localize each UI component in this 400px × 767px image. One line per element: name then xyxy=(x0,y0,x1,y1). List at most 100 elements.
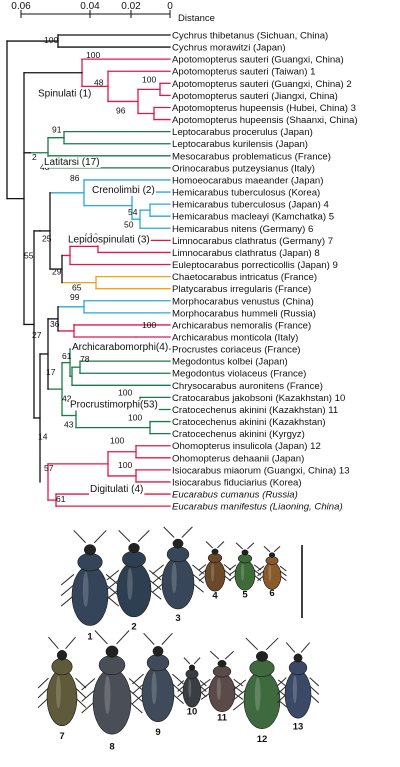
clade-label: Digitulati (4) xyxy=(90,484,143,495)
bootstrap-value: 43 xyxy=(64,420,74,430)
clade-label-bg xyxy=(69,399,159,411)
specimen-number: 1 xyxy=(87,632,93,643)
beetle-antenna xyxy=(94,630,108,645)
beetle-head xyxy=(188,664,196,671)
specimen-number: 3 xyxy=(175,613,180,624)
beetle-leg xyxy=(228,569,237,576)
taxon-label: Hemicarabus nitens (Germany) 6 xyxy=(172,224,313,235)
taxon-label: Megodontus kolbei (Japan) xyxy=(172,357,288,368)
scale-title: Distance xyxy=(178,13,215,24)
specimen-number: 8 xyxy=(109,742,114,753)
beetle-antenna xyxy=(265,637,279,651)
beetle-leg xyxy=(232,689,247,701)
beetle-leg xyxy=(232,679,247,691)
bootstrap-value: 100 xyxy=(86,50,100,60)
beetle-leg xyxy=(152,573,164,584)
beetle-highlight xyxy=(82,571,89,608)
beetle-leg xyxy=(172,683,184,695)
taxon-label: Limnocarabus clathratus (Germany) 7 xyxy=(172,236,333,247)
bootstrap-value: 78 xyxy=(80,354,90,364)
beetle-leg xyxy=(105,574,120,586)
beetle-antenna xyxy=(224,650,235,660)
beetle-head xyxy=(293,653,303,663)
clade-label-bg xyxy=(71,342,170,354)
taxon-label: Ohomopterus dehaanii (Japan) xyxy=(172,453,304,464)
beetle-leg xyxy=(132,683,144,695)
bootstrap-value: 14 xyxy=(38,432,48,442)
taxon-label: Euleptocarabus porrecticollis (Japan) 9 xyxy=(172,260,338,271)
beetle-leg xyxy=(128,689,143,702)
taxon-label: Eucarabus cumanus (Russia) xyxy=(172,490,298,501)
beetle-elytra xyxy=(182,675,202,708)
beetle-photo: 5 xyxy=(228,542,262,600)
beetle-leg xyxy=(128,701,143,714)
taxon-label: Mesocarabus problematicus (France) xyxy=(172,151,331,162)
beetle-leg xyxy=(177,685,185,692)
taxon-label: Procrustes coriaceus (France) xyxy=(172,345,301,356)
beetle-elytra xyxy=(204,559,226,592)
beetle-highlight xyxy=(188,679,192,698)
beetle-leg xyxy=(199,685,207,692)
beetle-leg xyxy=(232,699,247,711)
beetle-photo: 1 xyxy=(60,530,120,643)
beetle-antenna xyxy=(235,542,243,550)
beetle-highlight xyxy=(216,677,221,700)
taxon-label: Chrysocarabus auronitens (France) xyxy=(172,381,323,392)
taxon-label: Chaetocarabus intricatus (France) xyxy=(172,272,317,283)
taxon-label: Cratocechenus akinini (Kazakhstan) xyxy=(172,417,326,428)
beetle-leg xyxy=(148,570,162,581)
beetle-antenna xyxy=(143,632,155,645)
beetle-head xyxy=(255,651,269,662)
taxon-label: Hemicarabus macleayi (Kamchatka) 5 xyxy=(172,212,334,223)
beetle-pronotum xyxy=(146,654,170,672)
beetle-leg xyxy=(257,570,265,577)
beetle-photo: 11 xyxy=(200,650,244,724)
beetle-leg xyxy=(199,680,207,687)
bootstrap-value: 29 xyxy=(52,267,62,277)
beetle-leg xyxy=(279,570,287,577)
beetle-elytra xyxy=(161,556,195,610)
beetle-head xyxy=(56,650,68,661)
beetle-photo: 9 xyxy=(132,632,184,738)
beetle-highlight xyxy=(56,675,61,709)
bootstrap-value: 99 xyxy=(70,292,80,302)
bootstrap-value: 96 xyxy=(116,105,126,115)
beetle-pronotum xyxy=(237,553,253,564)
clade-label-bg xyxy=(67,234,151,246)
bootstrap-value: 61 xyxy=(56,494,66,504)
taxon-label: Isiocarabus miaorum (Guangxi, China) 13 xyxy=(172,465,350,476)
beetle-highlight xyxy=(151,671,157,705)
beetle-pronotum xyxy=(98,655,126,675)
taxon-label: Apotomopterus hupeensis (Shaanxi, China) xyxy=(172,115,358,126)
beetle-elytra xyxy=(208,673,236,713)
taxon-label: Ohomopterus insulicola (Japan) 12 xyxy=(172,441,321,452)
beetle-elytra xyxy=(71,565,109,626)
beetle-leg xyxy=(276,685,287,695)
beetle-antenna xyxy=(65,636,76,649)
beetle-antenna xyxy=(193,657,201,665)
clade-label: Procrustimorphi(53) xyxy=(70,399,158,410)
scale-tick-label: 0 xyxy=(167,1,173,12)
taxon-label: Orinocarabus putzeysianus (Italy) xyxy=(172,163,315,174)
bootstrap-value: 100 xyxy=(118,460,132,470)
beetle-leg xyxy=(309,685,320,695)
bootstrap-value: 2 xyxy=(32,152,37,162)
beetle-photo: 8 xyxy=(81,630,143,753)
beetle-leg xyxy=(105,595,120,607)
beetle-leg xyxy=(106,570,120,581)
beetle-elytra xyxy=(46,669,78,727)
beetle-highlight xyxy=(241,563,245,581)
beetle-pronotum xyxy=(122,550,146,568)
specimen-number: 13 xyxy=(293,721,304,732)
beetle-head xyxy=(217,659,227,668)
clade-label-bg xyxy=(43,156,101,168)
bootstrap-value: 86 xyxy=(70,173,80,183)
beetle-leg xyxy=(309,677,320,687)
clade-label: Spinulati (1) xyxy=(38,88,91,99)
taxon-label: Apotomopterus sauteri (Taiwan) 1 xyxy=(172,67,315,78)
beetle-elytra xyxy=(116,562,152,618)
bootstrap-value: 48 xyxy=(94,77,104,87)
specimen-number: 4 xyxy=(212,591,218,602)
bootstrap-value: 100 xyxy=(118,387,132,397)
beetle-antenna xyxy=(137,530,150,542)
